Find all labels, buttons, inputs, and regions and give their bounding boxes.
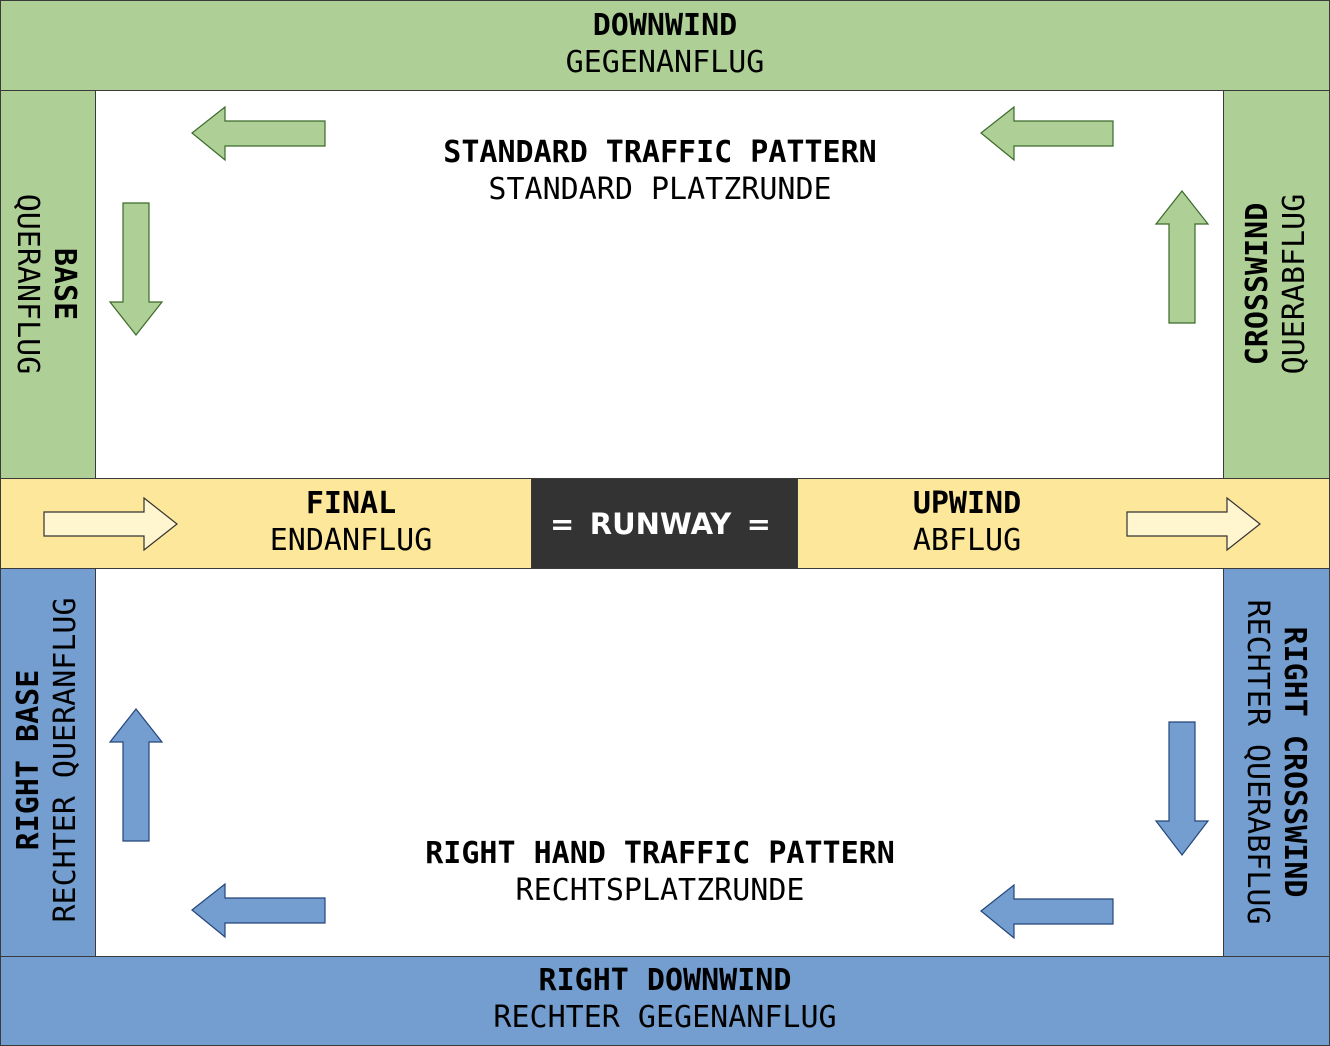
standard-pattern-title: STANDARD TRAFFIC PATTERN	[443, 135, 877, 170]
right-downwind-subtitle: RECHTER GEGENANFLUG	[493, 1000, 837, 1035]
downwind-subtitle: GEGENANFLUG	[565, 45, 765, 80]
downwind-title: DOWNWIND	[592, 8, 738, 43]
final-subtitle: ENDANFLUG	[269, 523, 433, 558]
right-base-up-arrow-icon	[108, 708, 164, 842]
right-crosswind-band	[1223, 568, 1330, 957]
downwind-band	[0, 0, 1330, 91]
runway-right-mark: =	[746, 506, 771, 541]
base-down-arrow-icon	[108, 202, 164, 336]
right-crosswind-down-arrow-icon	[1154, 721, 1210, 856]
upwind-right-arrow-icon	[1126, 496, 1261, 552]
right-pattern-title: RIGHT HAND TRAFFIC PATTERN	[425, 836, 895, 871]
right-downwind-right-arrow-icon	[980, 883, 1114, 940]
runway: = RUNWAY =	[531, 478, 798, 569]
crosswind-up-arrow-icon	[1154, 190, 1210, 324]
downwind-left-arrow-icon	[191, 105, 326, 162]
standard-pattern-label: STANDARD TRAFFIC PATTERN STANDARD PLATZR…	[443, 134, 876, 208]
right-downwind-band	[0, 956, 1330, 1046]
right-pattern-label: RIGHT HAND TRAFFIC PATTERN RECHTSPLATZRU…	[425, 835, 895, 909]
right-downwind-left-arrow-icon	[191, 882, 326, 939]
final-title: FINAL	[305, 486, 397, 521]
upwind-label: UPWIND ABFLUG	[913, 485, 1021, 559]
right-downwind-title: RIGHT DOWNWIND	[538, 963, 792, 998]
upwind-title: UPWIND	[912, 486, 1022, 521]
downwind-label: DOWNWIND GEGENANFLUG	[566, 7, 765, 81]
right-downwind-label: RIGHT DOWNWIND RECHTER GEGENANFLUG	[493, 962, 836, 1036]
runway-label: RUNWAY	[589, 506, 732, 541]
standard-pattern-subtitle: STANDARD PLATZRUNDE	[488, 172, 832, 207]
upwind-subtitle: ABFLUG	[912, 523, 1022, 558]
final-label: FINAL ENDANFLUG	[270, 485, 433, 559]
right-pattern-subtitle: RECHTSPLATZRUNDE	[515, 873, 805, 908]
final-right-arrow-icon	[43, 496, 178, 552]
runway-left-mark: =	[550, 506, 575, 541]
downwind-right-arrow-icon	[980, 105, 1114, 162]
right-base-band	[0, 568, 96, 957]
base-band	[0, 90, 96, 479]
